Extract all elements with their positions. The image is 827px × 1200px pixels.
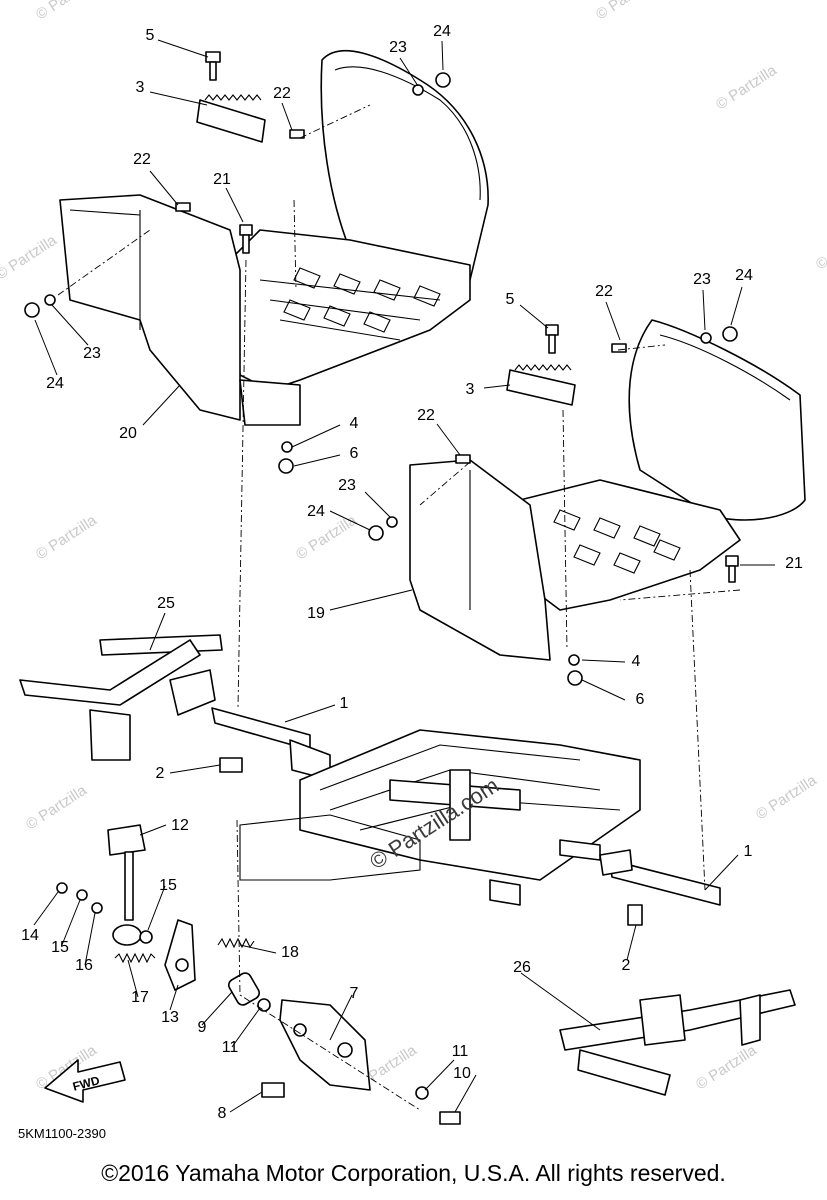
fwd-arrow-icon: FWD bbox=[44, 1059, 126, 1103]
footrest-left-20 bbox=[59, 50, 489, 426]
callout-19: 19 bbox=[307, 605, 325, 622]
callout-3: 3 bbox=[136, 79, 145, 96]
callout-22: 22 bbox=[417, 407, 435, 424]
callout-15: 15 bbox=[159, 877, 177, 894]
callout-15: 15 bbox=[51, 939, 69, 956]
step-plate-3-right bbox=[506, 364, 576, 406]
watermark-text: © Partzilla bbox=[693, 1041, 760, 1093]
watermark-text: © Partzilla bbox=[0, 231, 60, 283]
watermark-text: © Partzilla bbox=[23, 781, 90, 833]
callout-16: 16 bbox=[75, 957, 93, 974]
callout-3: 3 bbox=[466, 381, 475, 398]
spring-18 bbox=[217, 937, 255, 949]
step-plate-3-upper bbox=[196, 94, 266, 143]
callout-7: 7 bbox=[350, 985, 359, 1002]
callout-18: 18 bbox=[281, 944, 299, 961]
callout-11: 11 bbox=[452, 1043, 469, 1060]
drawing-code: 5KM1100-2390 bbox=[18, 1126, 106, 1141]
callout-5: 5 bbox=[506, 291, 515, 308]
brake-arm-13 bbox=[164, 919, 196, 991]
callout-11: 11 bbox=[222, 1039, 239, 1056]
callout-9: 9 bbox=[198, 1019, 207, 1036]
callout-17: 17 bbox=[131, 989, 149, 1006]
footrest-right-19 bbox=[409, 319, 806, 661]
plate-7 bbox=[279, 999, 371, 1091]
callout-23: 23 bbox=[693, 271, 711, 288]
callout-24: 24 bbox=[46, 375, 64, 392]
callout-6: 6 bbox=[350, 445, 359, 462]
callout-26: 26 bbox=[513, 959, 531, 976]
callout-23: 23 bbox=[338, 477, 356, 494]
callout-1: 1 bbox=[744, 843, 753, 860]
callout-5: 5 bbox=[146, 27, 155, 44]
callout-23: 23 bbox=[389, 39, 407, 56]
callout-4: 4 bbox=[632, 653, 641, 670]
copyright-notice: ©2016 Yamaha Motor Corporation, U.S.A. A… bbox=[101, 1160, 726, 1186]
callout-21: 21 bbox=[785, 555, 803, 572]
watermark-text: © Partzilla bbox=[753, 771, 820, 823]
fasteners bbox=[24, 51, 739, 1125]
watermark-text: © Partzilla bbox=[813, 221, 827, 273]
callout-20: 20 bbox=[119, 425, 137, 442]
watermark-text: © Partzilla bbox=[293, 511, 360, 563]
callout-1: 1 bbox=[340, 695, 349, 712]
callout-4: 4 bbox=[350, 415, 359, 432]
reference-lines bbox=[57, 104, 741, 1111]
bracket-25 bbox=[19, 634, 223, 761]
callout-2: 2 bbox=[156, 765, 165, 782]
callout-2: 2 bbox=[622, 957, 631, 974]
watermark-text: © Partzilla bbox=[33, 0, 100, 23]
callout-8: 8 bbox=[218, 1105, 227, 1122]
callout-24: 24 bbox=[735, 267, 753, 284]
fwd-label: FWD bbox=[71, 1073, 101, 1094]
callout-25: 25 bbox=[157, 595, 175, 612]
callout-24: 24 bbox=[433, 23, 451, 40]
collar-9 bbox=[228, 972, 260, 1006]
callout-24: 24 bbox=[307, 503, 325, 520]
frame bbox=[239, 729, 641, 906]
callout-10: 10 bbox=[453, 1065, 471, 1082]
bracket-26 bbox=[559, 989, 796, 1096]
watermark-text: © Partzilla bbox=[713, 61, 780, 113]
callout-13: 13 bbox=[161, 1009, 179, 1026]
spring-17 bbox=[114, 952, 156, 964]
callout-22: 22 bbox=[273, 85, 291, 102]
callout-6: 6 bbox=[636, 691, 645, 708]
bracket-1-right bbox=[599, 849, 721, 906]
callout-12: 12 bbox=[171, 817, 189, 834]
callout-21: 21 bbox=[213, 171, 231, 188]
callout-22: 22 bbox=[133, 151, 151, 168]
brake-pedal-12 bbox=[107, 824, 146, 946]
leader-lines bbox=[33, 39, 775, 1113]
callout-14: 14 bbox=[21, 927, 39, 944]
callout-23: 23 bbox=[83, 345, 101, 362]
watermark-text: © Partzilla bbox=[593, 0, 660, 23]
watermark-text: © Partzilla bbox=[33, 511, 100, 563]
callout-22: 22 bbox=[595, 283, 613, 300]
